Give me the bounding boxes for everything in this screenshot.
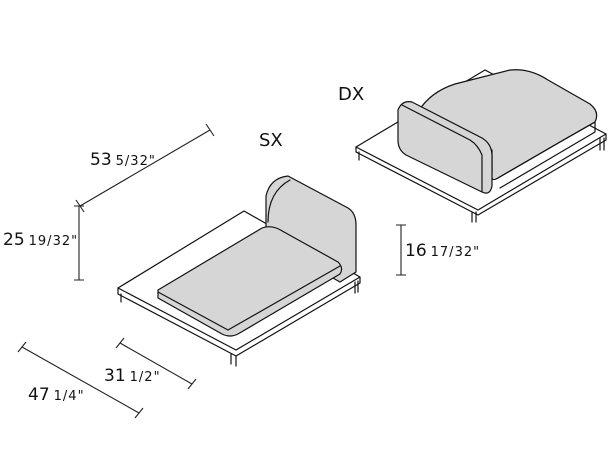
seat-width-fraction: 1/2" (130, 370, 161, 385)
seat-height-dimension-label: 16 17/32" (405, 241, 480, 261)
height-fraction: 19/32" (29, 234, 78, 249)
seat-width-whole: 31 (104, 366, 126, 386)
dimension-lines (17, 123, 406, 419)
dx-seat-cushion (417, 69, 598, 181)
width-dimension-label: 47 1/4" (28, 385, 85, 405)
width-dimension-line (17, 341, 144, 419)
dx-legs (358, 137, 605, 223)
height-whole: 25 (3, 230, 25, 250)
dx-backrest (397, 101, 493, 194)
sx-legs (120, 280, 359, 367)
depth-dimension-label: 53 5/32" (90, 150, 156, 170)
seat-width-dimension-label: 31 1/2" (104, 366, 161, 386)
depth-fraction: 5/32" (116, 154, 156, 169)
seat-width-dimension-line (115, 337, 197, 390)
width-whole: 47 (28, 385, 50, 405)
sx-seat-cushion (157, 226, 343, 337)
height-dimension-label: 25 19/32" (3, 230, 78, 250)
height-dimension-line (74, 205, 84, 281)
seat-height-dimension-line (396, 224, 406, 276)
sx-label: SX (259, 130, 283, 151)
dx-module (355, 69, 607, 223)
dx-label: DX (338, 84, 364, 105)
sx-module (117, 175, 361, 367)
depth-whole: 53 (90, 150, 112, 170)
seat-height-fraction: 17/32" (431, 245, 480, 260)
sx-backrest (265, 175, 357, 283)
seat-height-whole: 16 (405, 241, 427, 261)
width-fraction: 1/4" (54, 389, 85, 404)
